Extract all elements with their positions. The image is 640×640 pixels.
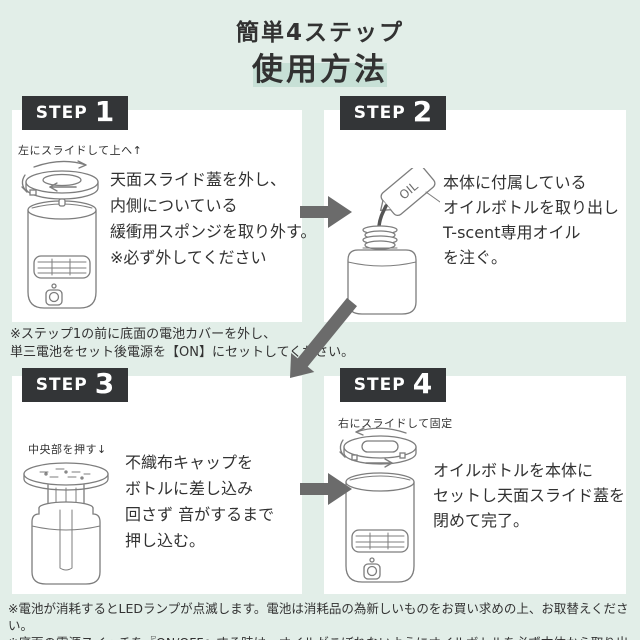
step4-banner-number: 4 — [412, 366, 433, 400]
step1-description: 天面スライド蓋を外し、 内側についている 緩衝用スポンジを取り外す。 ※必ず外し… — [110, 167, 316, 271]
step1-banner: STEP 1 — [22, 96, 128, 130]
step2-banner-label: STEP — [353, 102, 406, 123]
step1-banner-label: STEP — [35, 102, 88, 123]
step2-line: 本体に付属している — [443, 173, 587, 192]
battery-note-line: 単三電池をセット後電源を【ON】にセットしてください。 — [10, 344, 355, 360]
arrow-right-icon — [300, 473, 352, 505]
step3-wick-cap-illustration-icon — [23, 462, 109, 585]
step3-hint: 中央部を押す↓ — [28, 443, 107, 456]
battery-note-line: ※ステップ1の前に底面の電池カバーを外し、 — [10, 327, 277, 342]
step4-line: セットし天面スライド蓋を — [433, 486, 626, 505]
step3-line: 不織布キャップを — [125, 453, 254, 472]
step2-description: 本体に付属している オイルボトルを取り出し T-scent専用オイル を注ぐ。 — [443, 170, 619, 270]
step3-banner-label: STEP — [35, 374, 88, 395]
arrow-right-icon — [300, 196, 352, 228]
step1-line: 天面スライド蓋を外し、 — [110, 170, 287, 189]
step2-line: T-scent専用オイル — [443, 223, 581, 242]
battery-note: ※ステップ1の前に底面の電池カバーを外し、 単三電池をセット後電源を【ON】にセ… — [10, 326, 354, 361]
step4-diffuser-illustration-icon — [339, 427, 417, 583]
step4-banner: STEP 4 — [340, 368, 446, 402]
step3-line: 押し込む。 — [125, 531, 206, 550]
page-title: 使用方法 — [252, 52, 388, 88]
step4-line: 閉めて完了。 — [433, 511, 530, 530]
footer-notes: ※電池が消耗するとLEDランプが点滅します。電池は消耗品の為新しいものをお買い求… — [8, 600, 640, 640]
step3-line: ボトルに差し込み — [125, 479, 254, 498]
page-subtitle: 簡単4ステップ — [235, 20, 404, 46]
step3-banner: STEP 3 — [22, 368, 128, 402]
step2-banner: STEP 2 — [340, 96, 446, 130]
step4-line: オイルボトルを本体に — [433, 461, 594, 480]
step2-line: オイルボトルを取り出し — [443, 198, 620, 217]
step1-line: 内側についている — [110, 196, 238, 215]
footer-note-line: ※電池が消耗するとLEDランプが点滅します。電池は消耗品の為新しいものをお買い求… — [8, 601, 629, 633]
step2-banner-number: 2 — [412, 94, 433, 128]
title-highlight-bar — [253, 63, 387, 87]
step4-banner-label: STEP — [353, 374, 406, 395]
step4-hint: 右にスライドして固定 — [338, 417, 453, 430]
step1-banner-number: 1 — [94, 94, 115, 128]
step3-description: 不織布キャップを ボトルに差し込み 回さず 音がするまで 押し込む。 — [125, 450, 274, 554]
step1-hint: 左にスライドして上へ↑ — [18, 144, 143, 157]
step3-banner-number: 3 — [94, 366, 115, 400]
step4-description: オイルボトルを本体に セットし天面スライド蓋を 閉めて完了。 — [433, 458, 625, 533]
step1-line: 緩衝用スポンジを取り外す。 — [110, 222, 317, 241]
step3-line: 回さず 音がするまで — [125, 505, 275, 524]
step2-oil-bottle-illustration-icon: OIL — [347, 168, 440, 315]
step2-line: を注ぐ。 — [443, 248, 508, 267]
step1-line: ※必ず外してください — [110, 248, 267, 267]
step1-diffuser-illustration-icon — [21, 160, 99, 309]
footer-note-line: ※底面の電源スイッチを『ON/OFF』する時は、オイルがこぼれないようにオイルボ… — [8, 634, 640, 640]
arrow-down-left-icon — [290, 297, 357, 378]
